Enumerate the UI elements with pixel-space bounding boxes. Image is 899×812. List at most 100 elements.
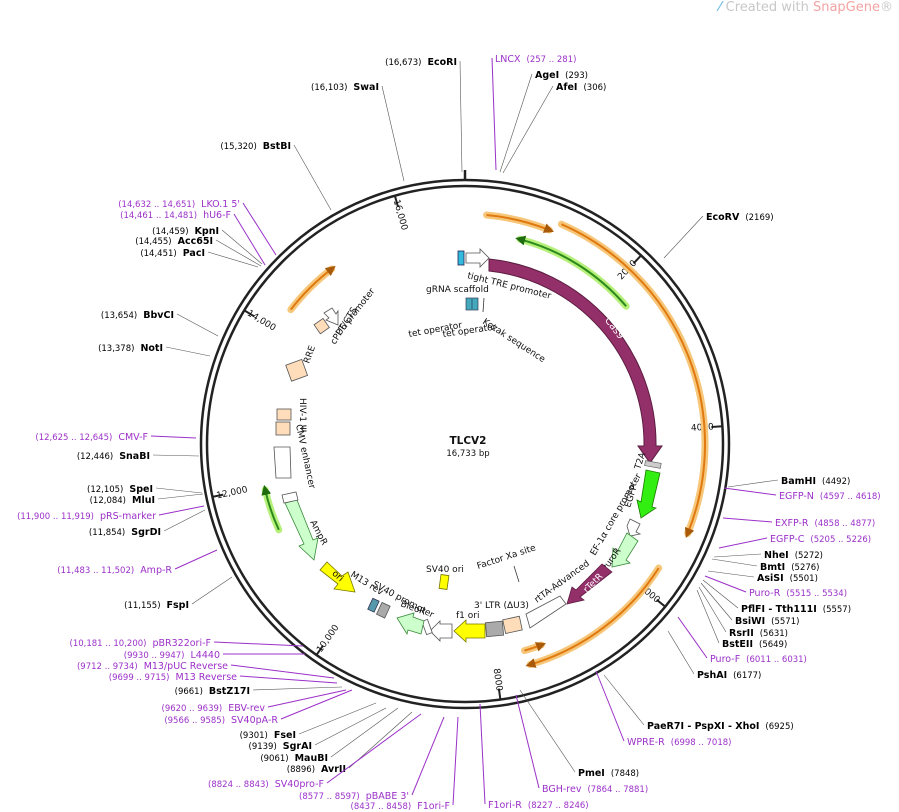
restriction-site-label[interactable]: PshAI(6177) (697, 670, 761, 681)
rtta-advanced-feature[interactable] (525, 595, 567, 629)
site-leader-line (713, 553, 762, 558)
primer-site-label[interactable]: (8437 .. 8458)F1ori-F (351, 801, 450, 812)
restriction-site-label[interactable]: RsrII(5631) (729, 628, 788, 639)
site-name: AsiSI (757, 573, 784, 584)
restriction-site-label[interactable]: (16,103)SwaI (311, 82, 379, 93)
primer-site-label[interactable]: (12,625 .. 12,645)CMV-F (35, 432, 148, 443)
cmv-enhancer-feature[interactable] (273, 446, 292, 479)
restriction-site-label[interactable]: (14,455)Acc65I (135, 236, 213, 247)
site-leader-line (595, 670, 625, 742)
restriction-site-label[interactable]: BamHI(4492) (781, 476, 850, 487)
grna-scaffold-feature[interactable] (457, 250, 465, 266)
restriction-site-label[interactable]: (11,155)FspI (124, 600, 189, 611)
restriction-site-label[interactable]: (13,378)NotI (98, 343, 163, 354)
orf-arrow[interactable] (525, 567, 660, 668)
site-position: (9930 .. 9947) (124, 651, 185, 661)
primer-site-label[interactable]: (14,632 .. 14,651)LKO.1 5' (118, 199, 240, 210)
f1-ori-feature[interactable] (453, 619, 486, 643)
restriction-site-label[interactable]: (8896)AvrII (287, 764, 346, 775)
primer-site-label[interactable]: F1ori-R(8227 .. 8246) (488, 800, 589, 811)
misc-feature[interactable] (484, 620, 505, 638)
hiv1-psi-b-feature[interactable] (276, 408, 292, 421)
restriction-site-label[interactable]: AfeI(306) (556, 82, 606, 93)
primer-site-label[interactable]: Puro-F(6011 .. 6031) (710, 654, 807, 665)
site-position: (9712 .. 9734) (77, 662, 138, 672)
restriction-site-label[interactable]: (16,673)EcoRI (385, 57, 457, 68)
sv40-promoter-feature[interactable] (375, 601, 391, 619)
site-name: MluI (132, 495, 155, 506)
orf-arrow[interactable] (560, 223, 706, 539)
primer-site-label[interactable]: WPRE-R(6998 .. 7018) (627, 737, 731, 748)
promoter-small-feature[interactable] (429, 620, 453, 642)
restriction-site-label[interactable]: PaeR7I - PspXI - XhoI(6925) (647, 721, 794, 732)
rre-feature[interactable] (285, 358, 309, 382)
primer-site-label[interactable]: (9620 .. 9639)EBV-rev (162, 703, 266, 714)
bleor-feature[interactable] (396, 612, 425, 636)
restriction-site-label[interactable]: (9661)BstZ17I (175, 686, 250, 697)
site-leader-line (452, 716, 459, 806)
primer-site-label[interactable]: (11,900 .. 11,919)pRS-marker (17, 511, 156, 522)
rtetr-feature[interactable] (566, 563, 613, 605)
restriction-site-label[interactable]: BsiWI(5571) (735, 616, 799, 627)
small-element-feature[interactable] (421, 618, 433, 636)
sv40-ori-feature[interactable] (438, 574, 450, 590)
restriction-site-label[interactable]: (9301)FseI (240, 730, 296, 741)
site-leader-line (267, 689, 347, 708)
restriction-site-label[interactable]: PmeI(7848) (578, 768, 639, 779)
primer-site-label[interactable]: LNCX(257 .. 281) (495, 54, 576, 65)
site-name: WPRE-R (627, 737, 665, 748)
primer-site-label[interactable]: (9566 .. 9585)SV40pA-R (164, 715, 278, 726)
site-leader-line (711, 558, 758, 567)
primer-site-label[interactable]: (11,483 .. 11,502)Amp-R (57, 565, 172, 576)
restriction-site-label[interactable]: EcoRV(2169) (706, 212, 774, 223)
orf-arrow[interactable] (261, 484, 280, 531)
hiv1-psi-feature[interactable] (275, 421, 291, 436)
cmv-promoter-feature[interactable] (281, 491, 299, 504)
ef1a-promoter-feature[interactable] (626, 518, 642, 537)
sv40-small-feature[interactable] (367, 597, 380, 613)
restriction-site-label[interactable]: (14,451)PacI (140, 248, 205, 259)
primer-site-label[interactable]: (14,461 .. 14,481)hU6-F (120, 210, 231, 221)
cppt-feature[interactable] (313, 317, 330, 335)
primer-site-label[interactable]: EGFP-N(4597 .. 4618) (779, 491, 881, 502)
ori-feature[interactable] (319, 561, 356, 593)
restriction-site-label[interactable]: (12,105)SpeI (87, 484, 153, 495)
orf-arrow[interactable] (290, 265, 336, 311)
site-leader-line (314, 707, 387, 746)
restriction-site-label[interactable]: (13,654)BbvCI (101, 310, 174, 321)
restriction-site-label[interactable]: AgeI(293) (535, 70, 588, 81)
ampr-feature[interactable] (284, 499, 319, 561)
primer-site-label[interactable]: BGH-rev(7864 .. 7881) (542, 784, 648, 795)
primer-site-label[interactable]: (9712 .. 9734)M13/pUC Reverse (77, 661, 228, 672)
tight-tre-promoter-feature[interactable] (465, 248, 490, 268)
restriction-site-label[interactable]: (12,084)MluI (90, 495, 155, 506)
primer-site-label[interactable]: (8577 .. 8597)pBABE 3' (299, 791, 409, 802)
restriction-site-label[interactable]: (9061)MauBI (260, 753, 328, 764)
t2a-feature[interactable] (644, 460, 662, 469)
restriction-site-label[interactable]: PflFI - Tth111I(5557) (741, 604, 851, 615)
restriction-site-label[interactable]: (11,854)SgrDI (89, 527, 161, 538)
primer-site-label[interactable]: EGFP-C(5205 .. 5226) (770, 534, 871, 545)
u6-promoter-feature[interactable] (323, 307, 339, 326)
egfp-feature[interactable] (636, 469, 661, 519)
primer-site-label[interactable]: (8824 .. 8843)SV40pro-F (208, 779, 324, 790)
restriction-site-label[interactable]: (12,446)SnaBI (77, 451, 150, 462)
primer-site-label[interactable]: (9930 .. 9947)L4440 (124, 650, 220, 661)
restriction-site-label[interactable]: (9139)SgrAI (249, 741, 312, 752)
restriction-site-label[interactable]: NheI(5272) (764, 550, 823, 561)
site-leader-line (663, 215, 704, 259)
primer-site-label[interactable]: Puro-R(5515 .. 5534) (749, 588, 847, 599)
restriction-site-label[interactable]: BmtI(5276) (760, 562, 819, 573)
ltr-feature[interactable] (502, 615, 523, 634)
restriction-site-label[interactable]: AsiSI(5501) (757, 573, 818, 584)
orf-arrow[interactable] (486, 214, 555, 233)
restriction-site-label[interactable]: BstEII(5649) (722, 639, 787, 650)
primer-site-label[interactable]: (9699 .. 9715)M13 Reverse (109, 672, 237, 683)
restriction-site-label[interactable]: (14,459)KpnI (152, 226, 219, 237)
orf-arrow[interactable] (515, 235, 627, 307)
primer-site-label[interactable]: EXFP-R(4858 .. 4877) (775, 518, 875, 529)
primer-site-label[interactable]: (10,181 .. 10,200)pBR322ori-F (70, 638, 211, 649)
orf-arrow[interactable] (524, 642, 547, 652)
puror-feature[interactable] (611, 532, 639, 568)
restriction-site-label[interactable]: (15,320)BstBI (220, 141, 291, 152)
